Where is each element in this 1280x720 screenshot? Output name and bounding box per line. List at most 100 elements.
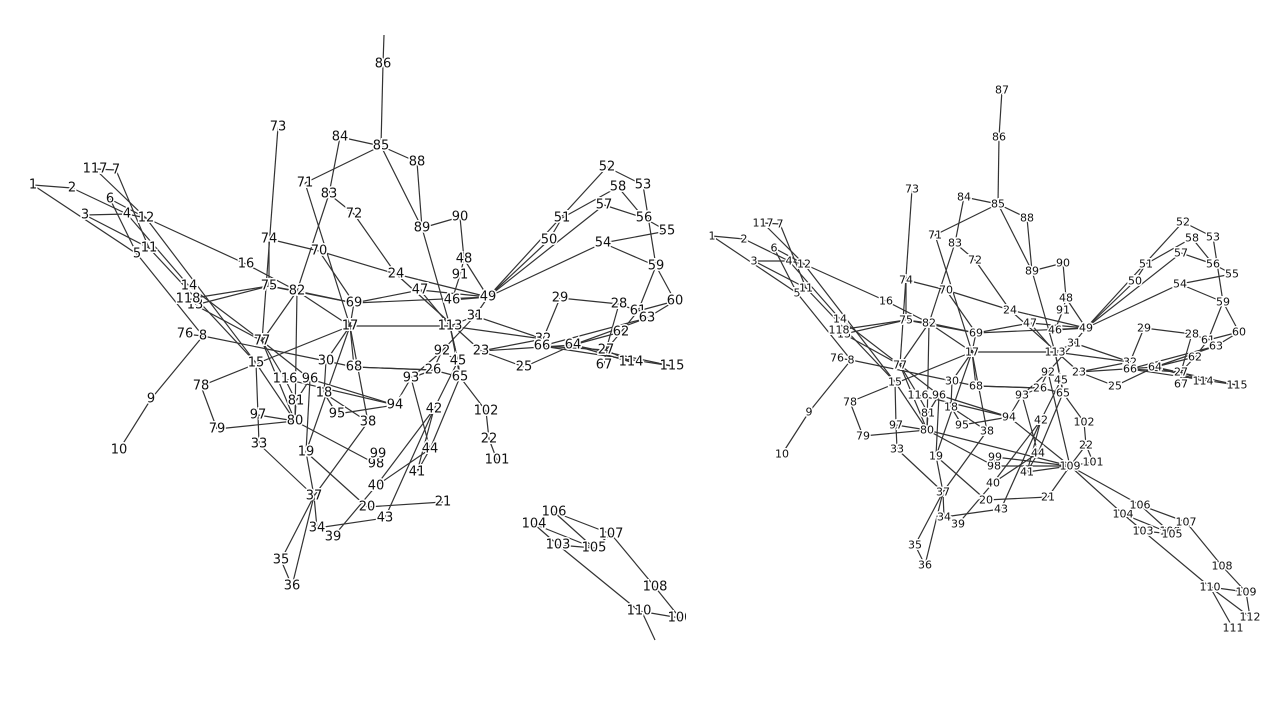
edge-76-8 bbox=[836, 357, 852, 361]
edge-98-99 bbox=[993, 456, 996, 467]
node-label-62: 62 bbox=[613, 325, 630, 340]
node-label-9: 9 bbox=[147, 392, 155, 407]
edge-49-50 bbox=[1085, 280, 1136, 329]
node-label-34: 34 bbox=[937, 511, 951, 524]
node-label-37: 37 bbox=[936, 486, 950, 499]
edge-56-55 bbox=[1212, 263, 1233, 275]
node-label-19: 19 bbox=[298, 445, 315, 460]
node-label-103: 103 bbox=[546, 538, 571, 553]
edge-4-12 bbox=[126, 213, 147, 219]
node-label-84: 84 bbox=[332, 130, 349, 145]
edge-24-23 bbox=[1009, 309, 1080, 373]
edge-46-91 bbox=[1054, 309, 1064, 331]
node-label-49: 49 bbox=[1079, 322, 1093, 335]
node-label-47: 47 bbox=[1023, 317, 1037, 330]
node-label-74: 74 bbox=[899, 274, 913, 287]
edge-1-5 bbox=[711, 235, 798, 294]
node-label-70: 70 bbox=[939, 284, 953, 297]
edge-13-75 bbox=[843, 319, 907, 335]
edge-85-86 bbox=[380, 63, 384, 147]
edge-3-11 bbox=[84, 214, 150, 249]
edge-94-93 bbox=[394, 377, 412, 406]
node-label-21: 21 bbox=[1041, 491, 1055, 504]
edge-75-82 bbox=[905, 319, 930, 324]
edge-108-100 bbox=[654, 586, 681, 619]
edge-34-43 bbox=[943, 508, 1002, 518]
edge-103-110 bbox=[1142, 530, 1211, 588]
node-label-19: 19 bbox=[929, 450, 943, 463]
edge-56-55 bbox=[643, 217, 668, 232]
node-label-75: 75 bbox=[899, 314, 913, 327]
edge-116-81 bbox=[284, 378, 297, 402]
node-label-57: 57 bbox=[1174, 247, 1188, 260]
edge-34-43 bbox=[316, 517, 386, 529]
edge-117-12 bbox=[762, 222, 805, 265]
edge-89-113 bbox=[421, 227, 451, 327]
node-label-39: 39 bbox=[325, 530, 342, 545]
node-label-11: 11 bbox=[141, 241, 158, 256]
edge-5-8 bbox=[136, 253, 204, 337]
node-label-82: 82 bbox=[289, 284, 306, 299]
edge-63-66 bbox=[1129, 345, 1217, 370]
node-label-118: 118 bbox=[176, 292, 201, 307]
edge-31-92 bbox=[1047, 342, 1075, 373]
edge-12-16 bbox=[803, 263, 887, 302]
node-label-97: 97 bbox=[889, 419, 903, 432]
edge-30-18 bbox=[323, 360, 327, 394]
node-label-35: 35 bbox=[908, 539, 922, 552]
node-label-106: 106 bbox=[1130, 499, 1151, 512]
edge-61-62 bbox=[1194, 339, 1209, 358]
node-label-2: 2 bbox=[68, 181, 76, 196]
node-label-31: 31 bbox=[1067, 337, 1081, 350]
edge-4-12 bbox=[788, 260, 805, 265]
node-label-54: 54 bbox=[595, 236, 612, 251]
edge-50-51 bbox=[548, 217, 563, 241]
edge-25-64 bbox=[523, 344, 574, 368]
edge-23-64 bbox=[1078, 366, 1156, 373]
edge-59-61 bbox=[637, 265, 657, 312]
node-label-31: 31 bbox=[467, 309, 484, 324]
node-label-73: 73 bbox=[905, 183, 919, 196]
edge-85-89 bbox=[380, 145, 423, 229]
edge-37-34 bbox=[942, 491, 945, 518]
node-label-117: 117 bbox=[753, 217, 774, 230]
edge-65-102 bbox=[459, 376, 487, 412]
edge-35-36 bbox=[914, 544, 926, 566]
node-label-58: 58 bbox=[1185, 232, 1199, 245]
node-label-66: 66 bbox=[1123, 363, 1137, 376]
edge-110-112 bbox=[1209, 586, 1251, 618]
node-label-114: 114 bbox=[1193, 375, 1214, 388]
node-label-15: 15 bbox=[888, 376, 902, 389]
edge-46-49 bbox=[451, 296, 489, 301]
edge-84-83 bbox=[954, 196, 965, 244]
edge-24-23 bbox=[395, 273, 482, 352]
edge-39-40 bbox=[957, 482, 994, 525]
edge-106-105 bbox=[1139, 504, 1173, 535]
edge-24-49 bbox=[395, 273, 489, 298]
node-label-96: 96 bbox=[932, 389, 946, 402]
edge-84-83 bbox=[328, 136, 341, 195]
edge-71-17 bbox=[304, 182, 351, 327]
edge-68-26 bbox=[975, 385, 1041, 389]
edge-94-96 bbox=[309, 378, 396, 406]
edge-76-8 bbox=[184, 333, 204, 337]
node-label-103: 103 bbox=[1133, 525, 1154, 538]
node-label-10: 10 bbox=[111, 443, 128, 458]
node-label-68: 68 bbox=[969, 380, 983, 393]
edge-9-10 bbox=[118, 398, 152, 451]
edge-75-82 bbox=[268, 285, 298, 292]
node-label-63: 63 bbox=[639, 311, 656, 326]
edge-9-10 bbox=[781, 411, 810, 455]
edge-79-80 bbox=[862, 429, 928, 437]
node-label-102: 102 bbox=[1074, 416, 1095, 429]
node-label-76: 76 bbox=[830, 352, 844, 365]
node-label-88: 88 bbox=[1020, 212, 1034, 225]
edge-4-14 bbox=[788, 260, 841, 320]
edge-77-96 bbox=[899, 364, 940, 396]
edge-31-113 bbox=[449, 315, 476, 327]
edge-48-49 bbox=[1065, 297, 1087, 329]
edge-41-44 bbox=[1026, 452, 1039, 473]
node-label-72: 72 bbox=[346, 207, 363, 222]
node-label-58: 58 bbox=[610, 180, 627, 195]
